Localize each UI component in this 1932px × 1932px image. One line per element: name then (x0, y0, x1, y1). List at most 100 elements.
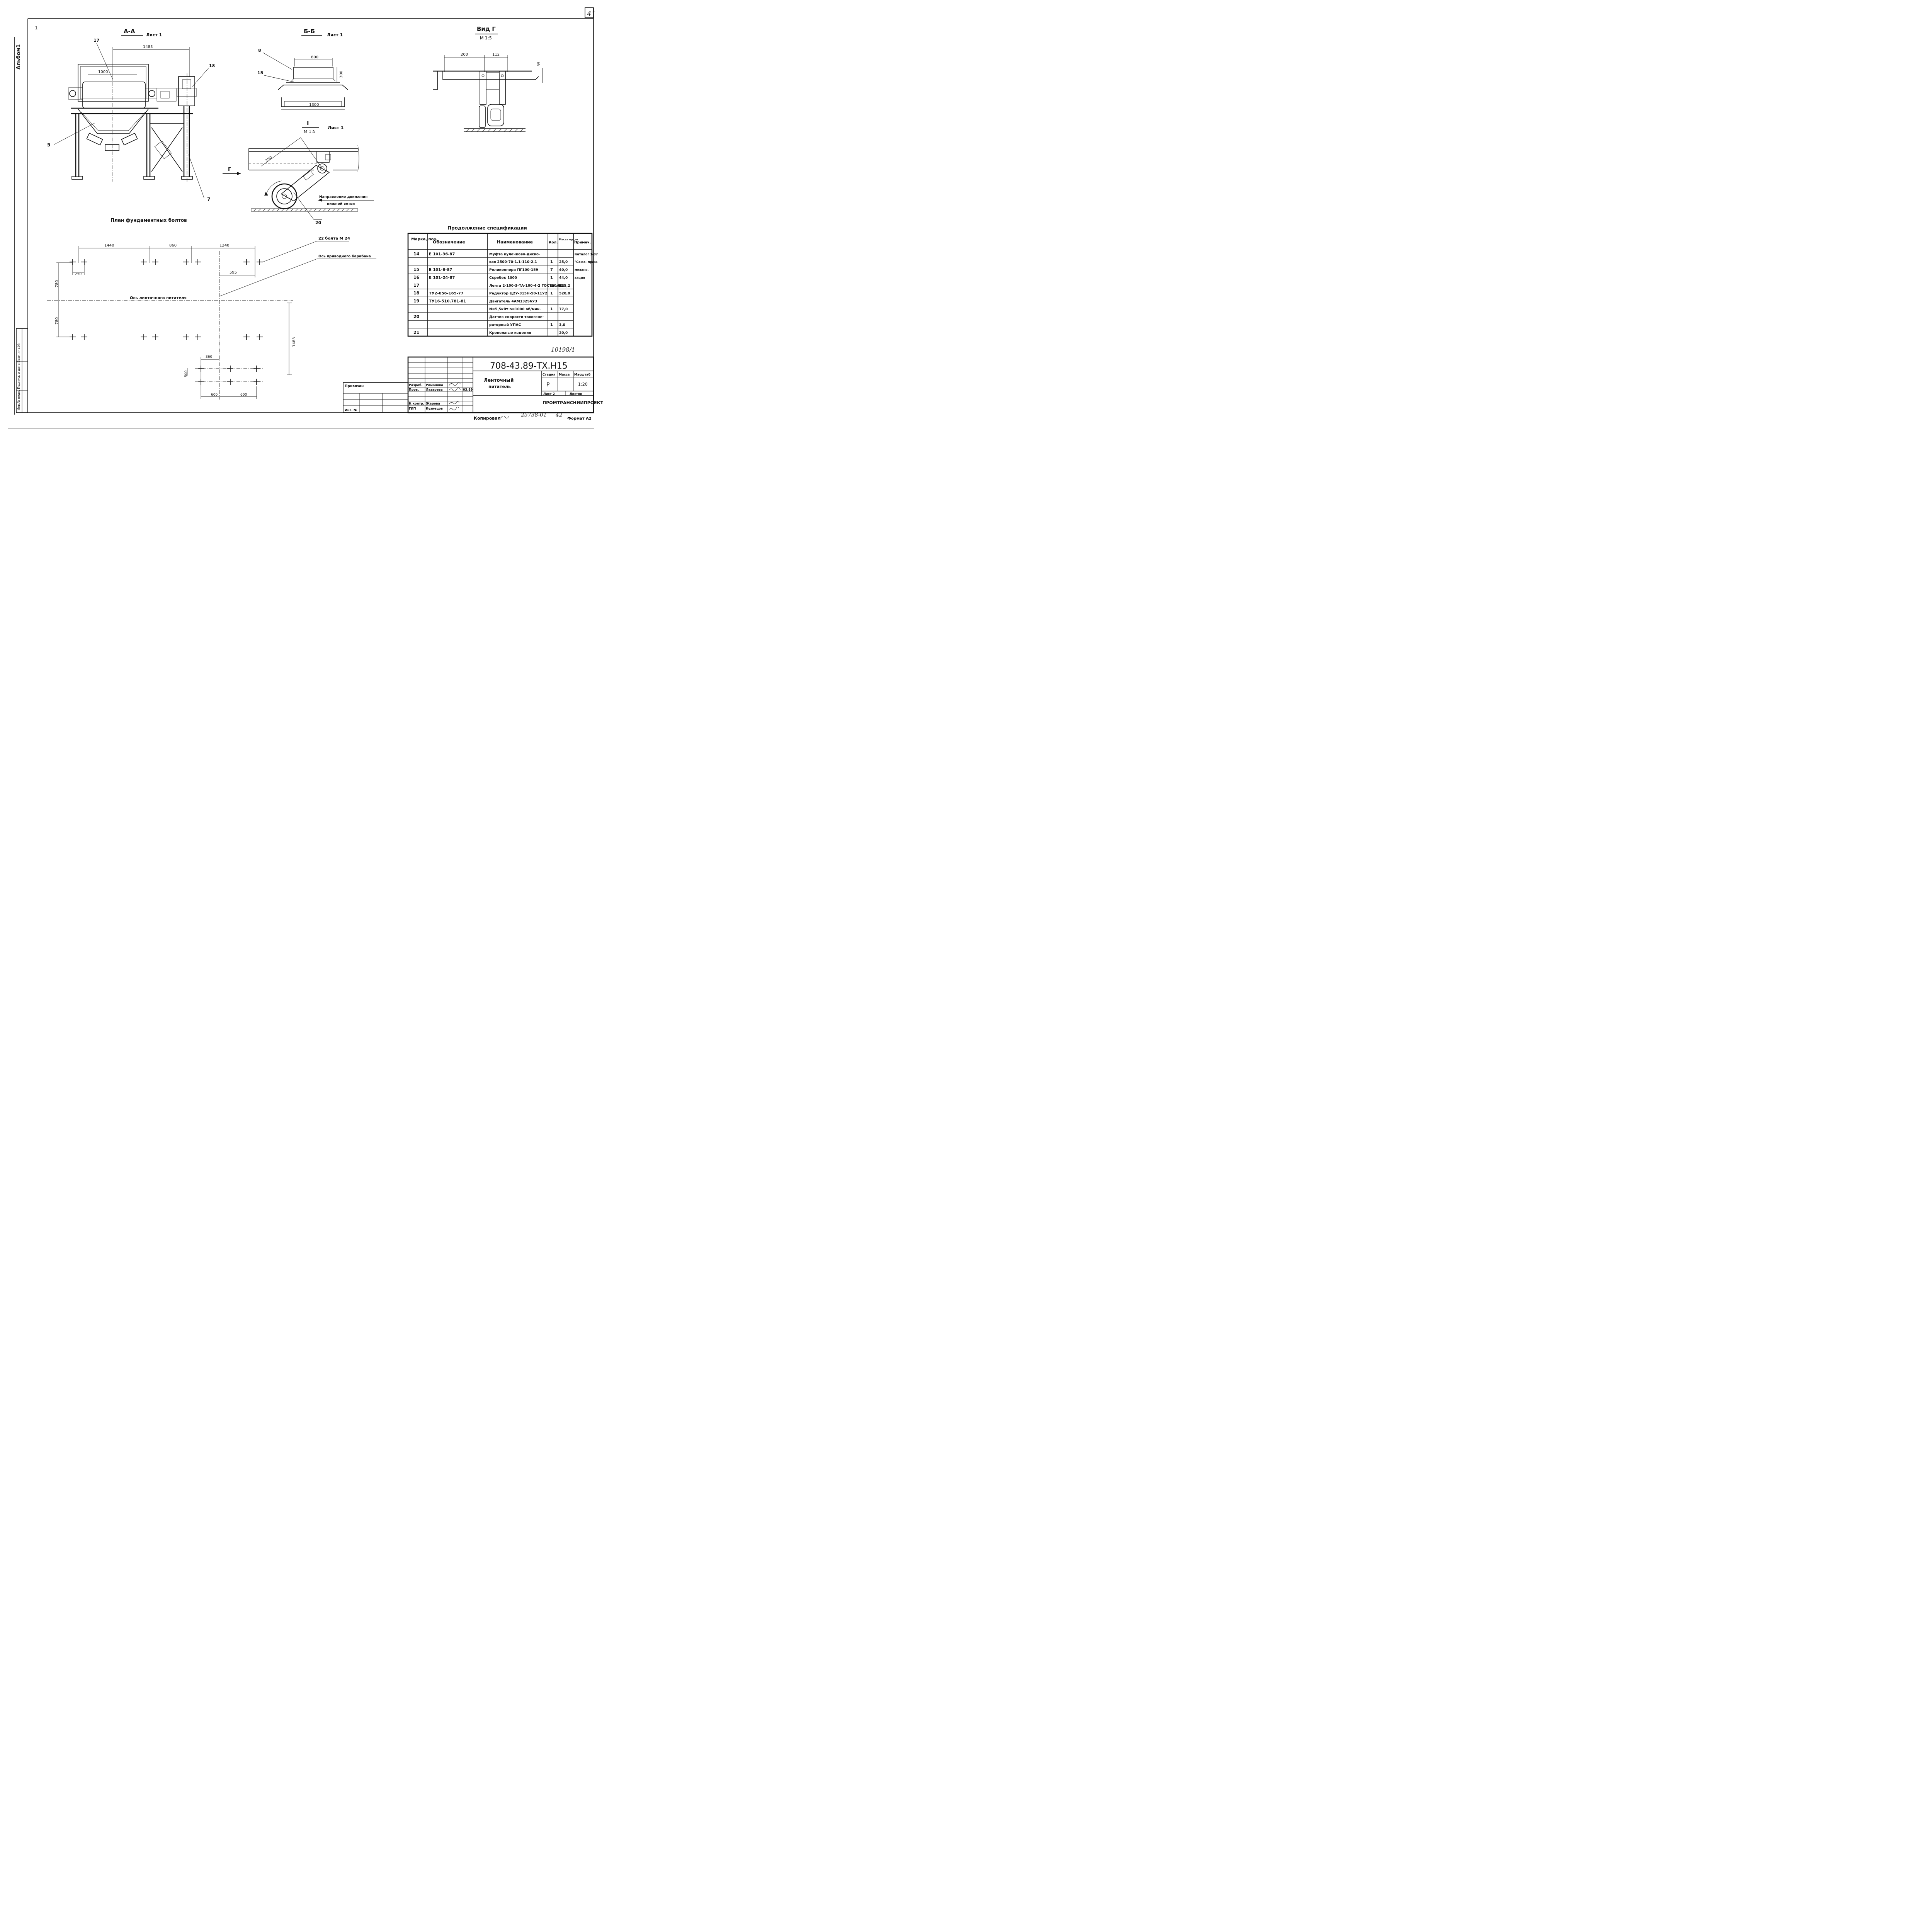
spec-cell: 1 (550, 260, 553, 264)
spec-cell: 40,0 (559, 268, 568, 272)
aa-callout-18: 18 (209, 63, 215, 68)
spec-cell: 16 (413, 275, 420, 280)
plan-bolts-note: 22 болта М 24 (318, 236, 350, 241)
sheets-label: Листов (570, 392, 582, 396)
name-chief-engineer: Кузнецов (426, 407, 443, 410)
object-name-line1: Ленточный (484, 378, 514, 383)
detail-i-callout-20: 20 (315, 220, 321, 225)
spec-cell: ТУ2-056-165-77 (429, 291, 464, 296)
spec-cell: 20 (413, 314, 420, 319)
detail-i-dim-250: 250 (265, 155, 273, 163)
doc-number-hand: 10198/1 (551, 346, 575, 353)
spec-cell: вая 2500-70-1.1-110-2.1 (489, 260, 537, 264)
spec-header-qty: Кол. (549, 241, 558, 245)
view-g: Вид Г М 1:5 200 112 35 (433, 26, 543, 132)
spec-cell: 520,0 (559, 292, 570, 296)
plan-dim-780b: 780 (55, 317, 59, 325)
section-aa-sheet-ref: Лист 1 (146, 32, 162, 37)
bound-label: Привязан (345, 384, 364, 388)
aa-dim-1000: 1000 (98, 70, 108, 74)
detail-i: I М 1:5 Лист 1 250 (223, 120, 374, 220)
spec-header-mark: Марка, поз. (411, 237, 437, 242)
spec-cell: 1 (550, 323, 553, 327)
plan-drive-drum-axis: Ось приводного барабана (318, 254, 371, 259)
aa-dim-1483: 1483 (143, 45, 153, 49)
aa-callout-17: 17 (94, 38, 99, 43)
mass-header: Масса (559, 373, 570, 376)
copied-by: Копировал (474, 416, 501, 421)
section-bb-sheet-ref: Лист 1 (327, 32, 343, 37)
spec-title: Продолжение спецификации (447, 225, 527, 231)
title-block (343, 356, 594, 413)
spec-cell: зация (575, 276, 585, 279)
spec-cell: ТУ16-510.781-81 (429, 299, 466, 304)
album-label: Альбом1 (16, 44, 22, 70)
plan-dim-600a: 600 (211, 393, 218, 397)
spec-cell: 19 (413, 299, 419, 304)
bb-dim-800: 800 (311, 55, 318, 60)
spec-cell: Е 101-36-87 (429, 252, 455, 256)
spec-cell: 17 (413, 283, 419, 288)
role-chief-engineer: ГИП (409, 407, 416, 410)
sheet-label: Лист 2 (543, 392, 555, 396)
detail-i-scale: М 1:5 (304, 129, 316, 134)
bb-callout-8: 8 (258, 48, 261, 53)
role-developer: Разраб. (409, 383, 423, 387)
spec-cell: 25,0 (559, 260, 568, 264)
name-checker: Лазарева (426, 388, 443, 391)
detail-i-direction-note-1: Направление движения (319, 195, 367, 199)
spec-cell: 77,0 (559, 308, 568, 311)
aa-callout-5: 5 (47, 142, 50, 148)
bb-dim-300: 300 (339, 71, 344, 78)
plan-dim-1240: 1240 (219, 243, 229, 248)
name-developer: Романова (426, 383, 443, 387)
spec-cell: 7 (550, 268, 553, 272)
role-normcontrol: Н.контр. (409, 402, 424, 405)
plan-dim-360: 360 (206, 355, 212, 359)
spec-cell: N=5,5кВт n=1000 об/мин. (489, 307, 541, 311)
scale-value: 1:20 (578, 382, 588, 387)
format-label: Формат А2 (567, 417, 592, 421)
spec-cell: 44,0 (559, 276, 568, 280)
spec-header-mass: Масса ед.,кг (559, 238, 579, 241)
copier-signature (500, 415, 510, 418)
view-g-title: Вид Г (477, 26, 496, 32)
plan-dim-1440: 1440 (104, 243, 114, 248)
spec-cell: "Союз- пром- (575, 260, 598, 264)
stage-header: Стадия (543, 373, 555, 376)
archive-number: 25738-01 (520, 412, 547, 418)
detail-i-title: I (307, 120, 309, 127)
view-g-dim-112: 112 (492, 53, 500, 57)
spec-cell: 1 (550, 276, 553, 280)
spec-cell: Двигатель 4АМ132S6У3 (489, 300, 537, 304)
spec-cell: Каталог 1-87 (575, 252, 598, 256)
bb-dim-1300: 1300 (309, 103, 319, 107)
spec-cell: раторный УПАС (489, 323, 521, 327)
spec-cell: Скребок 1000 (489, 276, 517, 280)
plan-dim-1483: 1483 (292, 337, 296, 347)
page-number: 42 (555, 412, 563, 418)
signatures (449, 382, 461, 410)
spec-header-designation: Обозначение (433, 240, 465, 245)
plan-feeder-axis: Ось ленточного питателя (130, 296, 187, 300)
object-name-line2: питатель (488, 384, 511, 389)
section-bb: Б-Б Лист 1 800 300 1300 (262, 28, 348, 110)
detail-i-view-arrow-label: Г (228, 167, 231, 172)
side-stamp-label: Инв.№ подл. Подпись и дата Взам.инв.№ (17, 343, 20, 410)
bolt-plan: План фундаментных болтов 1440 860 1240 2… (47, 218, 376, 400)
spec-cell: Муфта кулачково-диско- (489, 252, 540, 256)
section-bb-title: Б-Б (304, 28, 315, 35)
spec-cell: 14 (413, 251, 420, 256)
sheet-number: 41 (587, 10, 596, 18)
spec-cell: 18 (413, 291, 419, 296)
plan-title: План фундаментных болтов (111, 218, 187, 223)
spec-cell: Крепежные изделия (489, 331, 531, 335)
detail-i-sheet-ref: Лист 1 (328, 125, 344, 130)
stage-value: Р (546, 382, 549, 388)
plan-dim-250: 250 (75, 272, 82, 276)
plan-dim-595: 595 (230, 270, 237, 275)
plan-dim-780a: 780 (55, 280, 59, 287)
spec-cell: механи- (575, 268, 589, 272)
aa-callout-7: 7 (207, 197, 210, 202)
role-checker: Пров. (409, 388, 419, 391)
